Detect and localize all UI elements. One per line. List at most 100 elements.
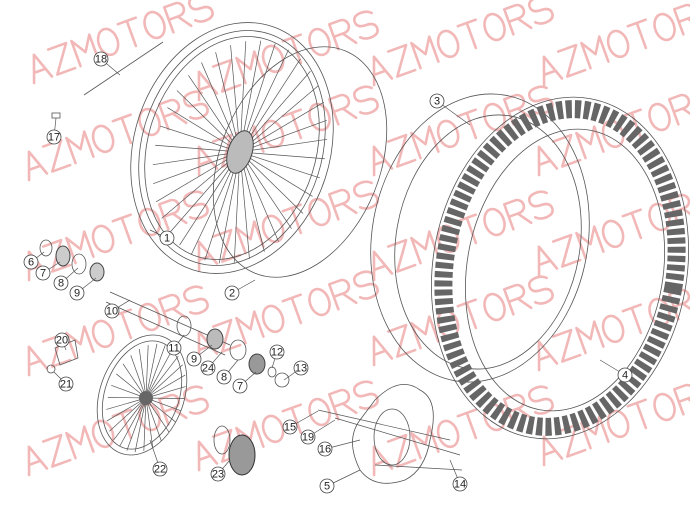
watermark-logo — [20, 384, 209, 475]
callout-19-washer[interactable]: 19 — [300, 419, 336, 445]
callout-9-spacer[interactable]: 9 — [69, 277, 97, 301]
callout-4-tire[interactable]: 4 — [599, 359, 633, 383]
callout-circle — [53, 275, 69, 291]
spoke-line — [134, 397, 147, 453]
callout-number: 7 — [40, 268, 46, 280]
spoke-line — [138, 348, 147, 399]
callout-circle — [216, 369, 232, 385]
callout-circle — [232, 378, 248, 394]
spoke-line — [155, 151, 241, 203]
spoke-line — [201, 62, 241, 153]
callout-circle — [152, 461, 168, 477]
callout-number: 11 — [168, 343, 179, 355]
callout-number: 24 — [202, 363, 214, 375]
callout-14-disc-bolts[interactable]: 14 — [449, 459, 468, 492]
callout-11-spacer-tube[interactable]: 11 — [166, 334, 185, 356]
callout-2-rim-tape[interactable]: 2 — [224, 279, 256, 301]
callout-number: 21 — [60, 379, 72, 391]
callout-5-brake-disc[interactable]: 5 — [319, 469, 361, 494]
callout-number: 20 — [56, 335, 68, 347]
spoke-line — [113, 397, 147, 441]
callout-circle — [159, 230, 175, 246]
spoke-line — [145, 345, 149, 399]
callout-7-seal[interactable]: 7 — [35, 261, 61, 281]
callout-21-nut[interactable]: 21 — [53, 371, 74, 392]
callout-number: 1 — [164, 233, 170, 245]
spoke-line — [239, 151, 313, 197]
watermark-logo — [365, 189, 554, 280]
callout-number: 15 — [284, 422, 296, 434]
callout-18-spoke[interactable]: 18 — [93, 51, 121, 76]
callout-number: 4 — [622, 370, 628, 382]
spoke-line — [167, 107, 241, 153]
callout-circle — [269, 344, 285, 360]
spoke-line — [143, 397, 147, 451]
spoke-line — [145, 343, 158, 399]
callout-number: 3 — [434, 96, 440, 108]
inner-tube-drawing — [370, 93, 590, 383]
callout-7-seal[interactable]: 7 — [232, 371, 257, 394]
callout-circle — [93, 51, 109, 67]
spoke-line — [145, 397, 162, 441]
callout-17-spoke-nipple[interactable]: 17 — [46, 117, 62, 145]
callout-number: 9 — [74, 288, 80, 300]
callout-circle — [69, 285, 85, 301]
callout-12-washer[interactable]: 12 — [269, 344, 285, 369]
spoke-line — [109, 397, 147, 432]
callout-circle — [224, 285, 240, 301]
watermark-logo — [190, 84, 379, 175]
spoke-line — [145, 374, 186, 399]
callout-number: 13 — [295, 363, 307, 375]
tire-drawing — [431, 96, 689, 440]
watermark-logo — [535, 0, 690, 85]
watermark-logo — [365, 0, 554, 85]
callout-8-bearing[interactable]: 8 — [53, 267, 79, 291]
spoke-line — [106, 397, 147, 422]
axle-drawing — [39, 239, 290, 388]
callout-20-bracket[interactable]: 20 — [54, 332, 70, 351]
spoke-line — [152, 151, 241, 166]
watermark-logo — [190, 269, 379, 360]
callout-circle — [429, 93, 445, 109]
spoke-part — [83, 41, 164, 96]
callout-9-spacer[interactable]: 9 — [186, 344, 213, 367]
watermark-logo — [20, 284, 209, 375]
spoke-line — [239, 151, 325, 160]
spoke-line — [239, 101, 325, 153]
watermark-logo — [190, 9, 379, 100]
spoke-line — [126, 397, 147, 451]
wheel-assembly-drawing — [96, 334, 188, 456]
watermark-logo — [25, 0, 214, 83]
callout-number: 9 — [191, 354, 197, 366]
callout-6-seal[interactable]: 6 — [23, 251, 45, 270]
spoke-line — [239, 151, 304, 214]
callout-24-ring[interactable]: 24 — [200, 351, 223, 376]
callout-22-wheel-assembly[interactable]: 22 — [149, 439, 168, 477]
callout-circle — [186, 351, 202, 367]
spoke-line — [130, 355, 147, 399]
spoke-line — [239, 119, 327, 153]
callout-circle — [617, 367, 633, 383]
callout-1-front-wheel-rim[interactable]: 1 — [149, 229, 175, 246]
callout-circle — [452, 476, 468, 492]
callout-number: 22 — [154, 464, 166, 476]
callout-number: 10 — [106, 306, 118, 318]
callout-8-bearing[interactable]: 8 — [216, 359, 239, 385]
spoke-line — [239, 138, 328, 153]
callout-circle — [35, 265, 51, 281]
callout-3-inner-tube[interactable]: 3 — [429, 93, 471, 126]
spoke-line — [153, 151, 241, 185]
callout-circle — [54, 332, 70, 348]
spoke-line — [188, 75, 241, 153]
callout-number: 18 — [95, 54, 107, 66]
callout-10-axle[interactable]: 10 — [104, 299, 131, 319]
callout-23-hub[interactable]: 23 — [210, 459, 231, 482]
callout-16-bolt[interactable]: 16 — [317, 439, 361, 457]
callout-circle — [317, 441, 333, 457]
callout-number: 19 — [302, 432, 314, 444]
callout-13-axle-nut[interactable]: 13 — [283, 360, 309, 381]
spoke-line — [145, 349, 173, 399]
callout-15-bolt[interactable]: 15 — [282, 410, 319, 435]
spoke-line — [160, 125, 241, 153]
watermark-logo — [20, 189, 209, 280]
